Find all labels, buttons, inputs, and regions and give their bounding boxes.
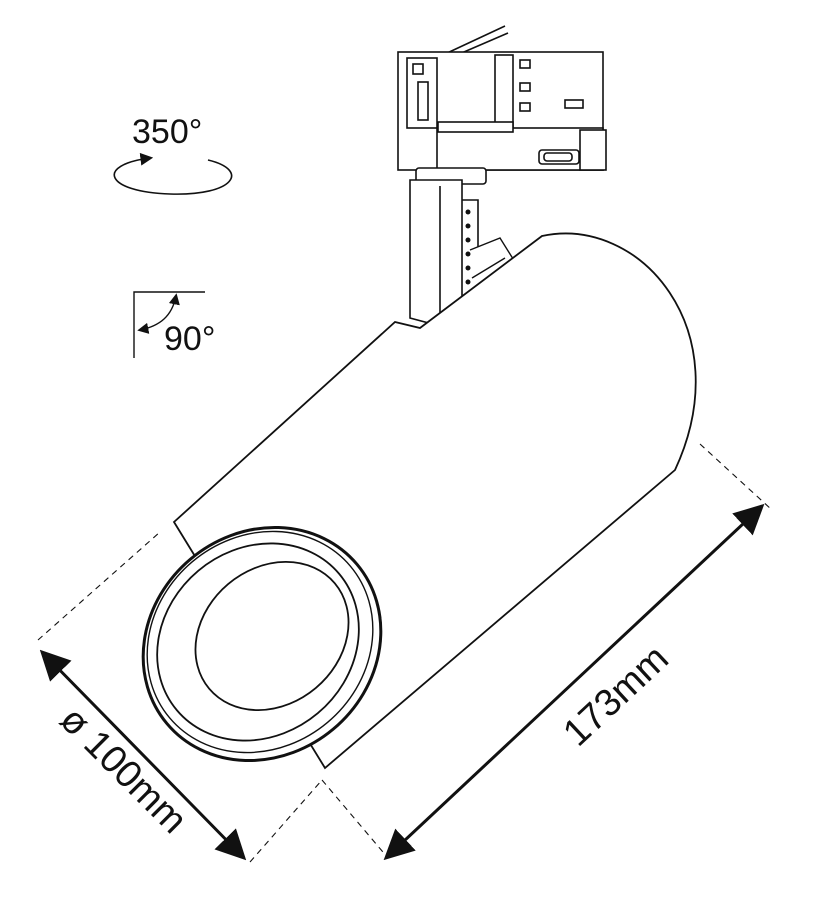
dimension-arrows [39,503,765,861]
tilt-indicator: 90° [133,291,215,358]
length-arrow [383,503,765,861]
tilt-scale-marks [465,209,471,285]
track-adapter [397,25,607,171]
length-label: 173mm [555,637,676,754]
diameter-arrow [39,649,247,861]
tilt-label: 90° [164,320,215,358]
tilt-arc [137,293,180,334]
dimension-guides [37,443,773,863]
rotation-indicator: 350° [113,113,233,195]
tilt-corner-lines [133,291,205,358]
rotation-arc [113,152,233,195]
rotation-label: 350° [132,113,202,151]
